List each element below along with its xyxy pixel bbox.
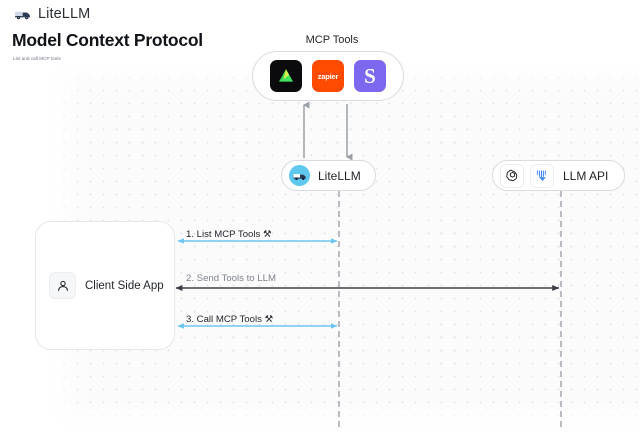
user-icon [49, 272, 76, 299]
slack-s-label: S [364, 63, 376, 88]
brand-bar: LiteLLM [0, 0, 640, 27]
client-side-app-row: Client Side App [49, 272, 164, 299]
mcp-tools-group-label: MCP Tools [305, 34, 359, 46]
truck-glyph [15, 11, 31, 19]
arrow-label-step-1-text: 1. List MCP Tools [186, 229, 261, 240]
openai-icon [500, 163, 524, 188]
page-title: Model Context Protocol [12, 30, 203, 50]
node-litellm-label: LiteLLM [318, 168, 361, 183]
zapier-label: zapier [317, 71, 339, 81]
node-client-side-app-label: Client Side App [85, 279, 164, 292]
canvas-bottom-fade [0, 400, 640, 436]
truck-glyph [293, 174, 306, 181]
hammer-and-pick-icon: ⚒ [262, 229, 272, 240]
brand-name: LiteLLM [38, 5, 91, 22]
user-glyph [57, 280, 68, 291]
mcp-tools-box[interactable]: zapier S [252, 51, 404, 101]
vertex-ai-icon [530, 163, 554, 188]
arrow-label-step-3-text: 3. Call MCP Tools [186, 314, 262, 325]
slack-s-icon[interactable]: S [354, 60, 386, 92]
node-llm-api[interactable]: LLM API [492, 160, 626, 191]
litellm-truck-icon [14, 7, 32, 21]
vertex-glyph [536, 170, 546, 182]
node-client-side-app[interactable]: Client Side App [35, 221, 175, 350]
arrow-label-step-3: 3. Call MCP Tools ⚒ [186, 314, 273, 325]
zapier-icon[interactable]: zapier [312, 60, 344, 92]
arrow-label-step-1: 1. List MCP Tools ⚒ [186, 229, 272, 240]
hammer-and-pick-icon: ⚒ [264, 314, 274, 325]
litellm-truck-icon [289, 165, 310, 186]
triangle-glyph [279, 69, 293, 82]
lifeline-llm-api [560, 191, 562, 427]
node-llm-api-label: LLM API [563, 168, 609, 183]
canvas-left-fade [0, 0, 86, 436]
page-subtitle: List and call MCP tools [13, 56, 61, 61]
node-litellm[interactable]: LiteLLM [281, 160, 376, 191]
arrow-label-step-2: 2. Send Tools to LLM [186, 273, 276, 284]
arrow-label-step-2-text: 2. Send Tools to LLM [186, 273, 276, 284]
triangle-tool-icon[interactable] [270, 60, 302, 92]
lifeline-litellm [338, 191, 340, 427]
title-block: Model Context Protocol List and call MCP… [12, 30, 203, 61]
openai-glyph [505, 169, 517, 182]
